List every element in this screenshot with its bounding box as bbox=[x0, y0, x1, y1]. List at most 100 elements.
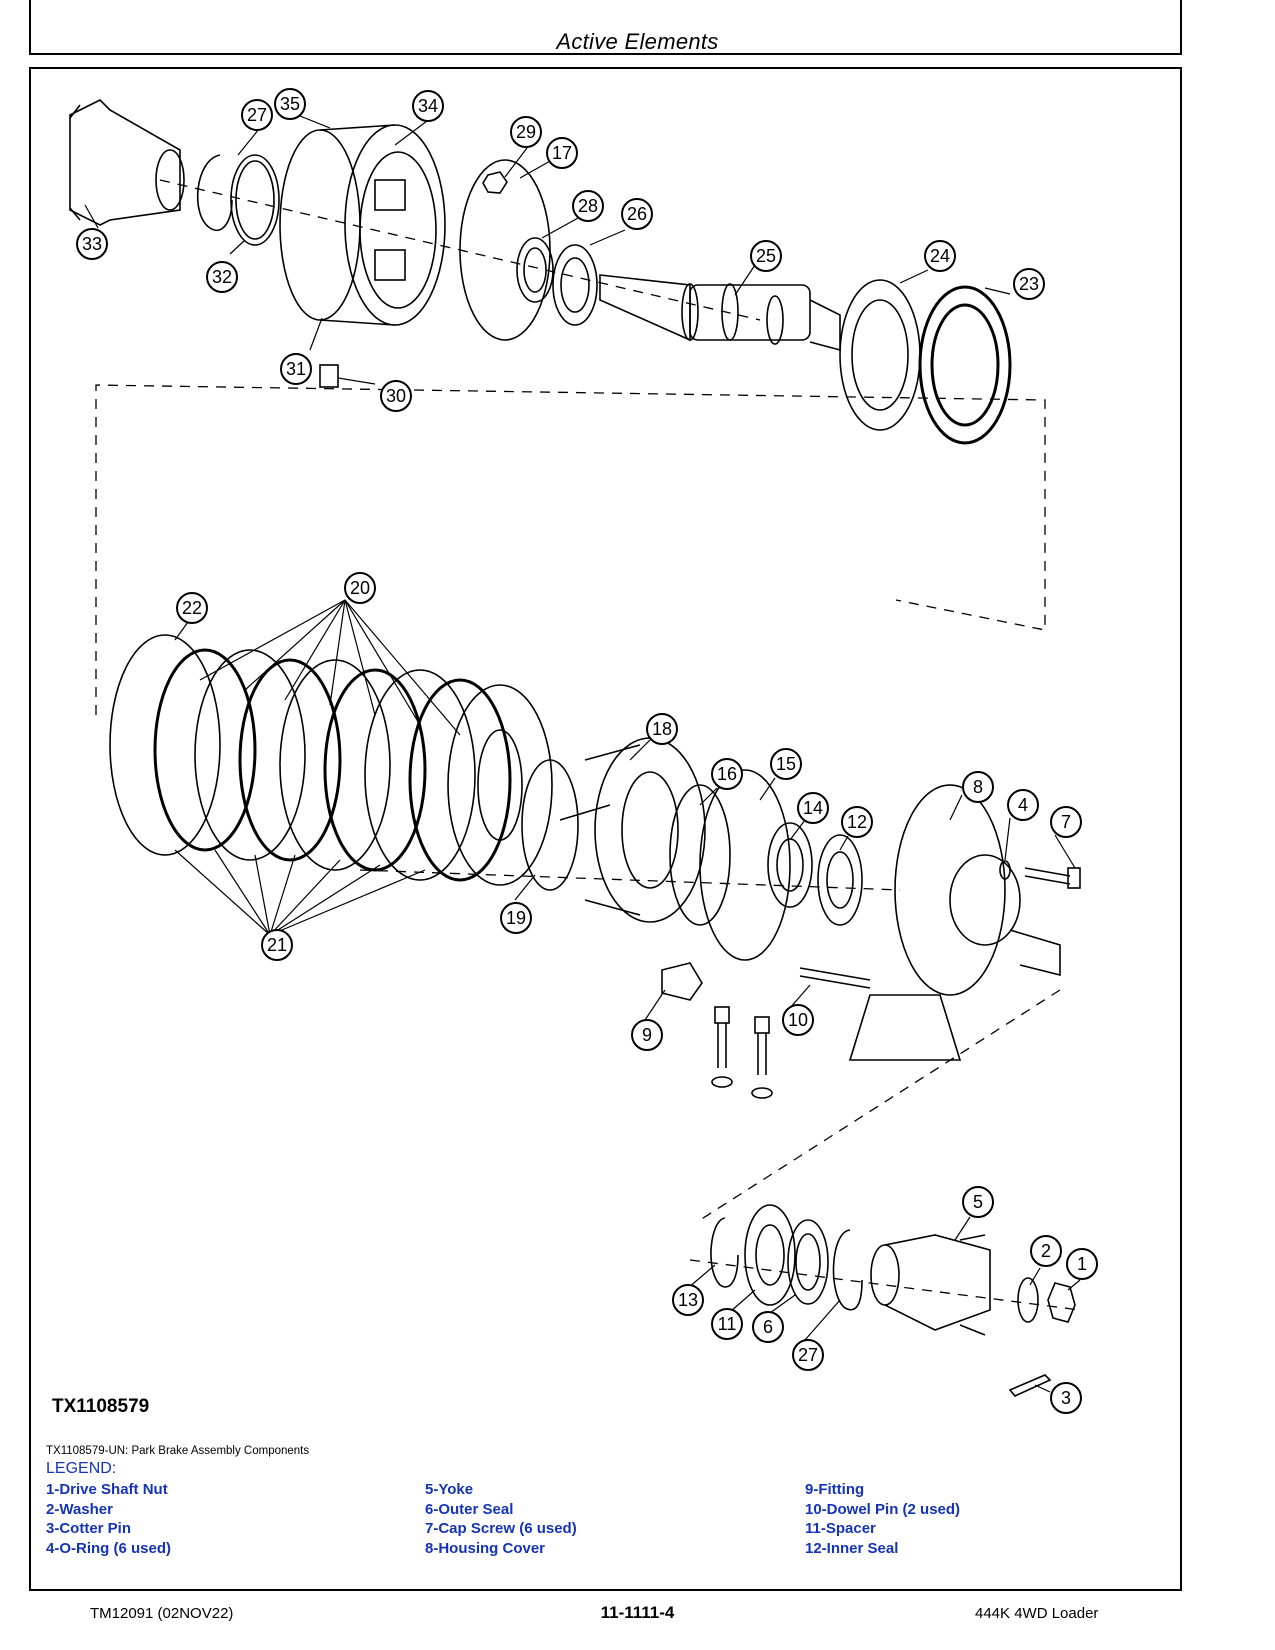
fitting-9 bbox=[661, 962, 703, 1001]
footer-model: 444K 4WD Loader bbox=[975, 1605, 1099, 1622]
axis-line-lower bbox=[689, 1259, 1081, 1311]
legend-item: 11-Spacer bbox=[805, 1520, 876, 1537]
svg-text:28: 28 bbox=[578, 196, 598, 216]
mounting-bolts bbox=[711, 1006, 773, 1099]
callout-32: 32 bbox=[206, 261, 238, 293]
svg-text:13: 13 bbox=[678, 1290, 698, 1310]
o-ring-17 bbox=[459, 159, 551, 341]
svg-text:35: 35 bbox=[280, 94, 300, 114]
callout-24: 24 bbox=[924, 240, 956, 272]
callout-34: 34 bbox=[412, 90, 444, 122]
callout-18: 18 bbox=[646, 713, 678, 745]
outer-seal-6 bbox=[787, 1219, 829, 1305]
svg-text:24: 24 bbox=[930, 246, 950, 266]
housing-31 bbox=[279, 124, 446, 326]
leader-lines bbox=[84, 114, 1081, 1393]
svg-text:19: 19 bbox=[506, 908, 526, 928]
drive-shaft-nut-1 bbox=[1047, 1282, 1076, 1323]
o-ring-4 bbox=[999, 860, 1011, 880]
yoke-part-33 bbox=[69, 99, 185, 226]
yoke-5 bbox=[870, 1234, 991, 1336]
svg-text:18: 18 bbox=[652, 719, 672, 739]
callout-27-lower: 27 bbox=[792, 1339, 824, 1371]
dowel-pin-10 bbox=[799, 967, 871, 981]
svg-text:7: 7 bbox=[1061, 812, 1071, 832]
svg-text:20: 20 bbox=[350, 578, 370, 598]
legend-item: 3-Cotter Pin bbox=[46, 1520, 132, 1537]
legend-item: 1-Drive Shaft Nut bbox=[46, 1481, 168, 1498]
callout-29: 29 bbox=[510, 116, 542, 148]
svg-text:32: 32 bbox=[212, 267, 232, 287]
callout-1: 1 bbox=[1066, 1248, 1098, 1280]
piston-18 bbox=[559, 737, 706, 923]
legend-item: 6-Outer Seal bbox=[425, 1500, 514, 1518]
svg-text:27: 27 bbox=[247, 105, 267, 125]
callout-35: 35 bbox=[274, 88, 306, 120]
seal-28 bbox=[516, 237, 554, 303]
housing-cover-8 bbox=[848, 784, 1061, 1061]
svg-text:25: 25 bbox=[756, 246, 776, 266]
callout-2: 2 bbox=[1030, 1235, 1062, 1267]
bearing-14 bbox=[767, 822, 813, 908]
legend-item: 9-Fitting bbox=[805, 1481, 865, 1498]
figure-frame bbox=[29, 67, 1182, 1591]
svg-text:29: 29 bbox=[516, 122, 536, 142]
svg-text:8: 8 bbox=[973, 777, 983, 797]
callout-9: 9 bbox=[631, 1019, 663, 1051]
svg-text:26: 26 bbox=[627, 204, 647, 224]
plug-30 bbox=[319, 364, 339, 388]
legend-item: 7-Cap Screw (6 used) bbox=[425, 1520, 577, 1537]
callout-31: 31 bbox=[280, 353, 312, 385]
callout-19: 19 bbox=[500, 902, 532, 934]
callout-27-upper: 27 bbox=[241, 99, 273, 131]
ring-32 bbox=[230, 154, 280, 246]
svg-text:9: 9 bbox=[642, 1025, 652, 1045]
legend-column-3: 9-Fitting 10-Dowel Pin (2 used) 11-Space… bbox=[805, 1480, 960, 1558]
seal-15 bbox=[699, 769, 791, 961]
callout-13: 13 bbox=[672, 1284, 704, 1316]
svg-text:22: 22 bbox=[182, 598, 202, 618]
callout-5: 5 bbox=[962, 1186, 994, 1218]
ring-16 bbox=[669, 784, 731, 926]
svg-text:27: 27 bbox=[798, 1345, 818, 1365]
legend-item: 4-O-Ring (6 used) bbox=[46, 1539, 172, 1557]
callout-16: 16 bbox=[711, 758, 743, 790]
snap-ring-27-upper bbox=[196, 154, 233, 231]
svg-text:30: 30 bbox=[386, 386, 406, 406]
page-title: Active Elements bbox=[556, 29, 719, 54]
svg-text:6: 6 bbox=[763, 1317, 773, 1337]
footer-manual-id: TM12091 (02NOV22) bbox=[90, 1605, 234, 1622]
plug-29 bbox=[482, 171, 508, 194]
callout-10: 10 bbox=[782, 1004, 814, 1036]
callout-6: 6 bbox=[752, 1311, 784, 1343]
axis-line-middle bbox=[359, 869, 901, 891]
legend-item: 2-Washer bbox=[46, 1500, 113, 1518]
washer-2 bbox=[1017, 1277, 1039, 1323]
svg-text:14: 14 bbox=[803, 798, 823, 818]
legend-column-1: 1-Drive Shaft Nut 2-Washer 3-Cotter Pin … bbox=[46, 1480, 171, 1558]
svg-text:17: 17 bbox=[552, 143, 572, 163]
svg-text:10: 10 bbox=[788, 1010, 808, 1030]
callout-33: 33 bbox=[76, 228, 108, 260]
callout-23: 23 bbox=[1013, 268, 1045, 300]
callout-markers: 1 2 3 4 5 6 7 8 9 10 11 12 13 14 15 16 1… bbox=[76, 88, 1098, 1414]
callout-26: 26 bbox=[621, 198, 653, 230]
callout-14: 14 bbox=[797, 792, 829, 824]
callout-25: 25 bbox=[750, 240, 782, 272]
figure-caption: TX1108579-UN: Park Brake Assembly Compon… bbox=[46, 1445, 310, 1457]
svg-text:15: 15 bbox=[776, 754, 796, 774]
callout-20: 20 bbox=[344, 572, 376, 604]
dashed-guide-upper bbox=[95, 384, 1046, 715]
svg-text:34: 34 bbox=[418, 96, 438, 116]
legend-item: 12-Inner Seal bbox=[805, 1539, 899, 1557]
callout-17: 17 bbox=[546, 137, 578, 169]
footer-page-number: 11-1111-4 bbox=[600, 1603, 675, 1622]
callout-11: 11 bbox=[711, 1308, 743, 1340]
cap-screw-7 bbox=[1024, 867, 1081, 889]
svg-text:2: 2 bbox=[1041, 1241, 1051, 1261]
brake-disc-stack bbox=[109, 634, 553, 886]
svg-text:33: 33 bbox=[82, 234, 102, 254]
callout-15: 15 bbox=[770, 748, 802, 780]
callout-30: 30 bbox=[380, 380, 412, 412]
